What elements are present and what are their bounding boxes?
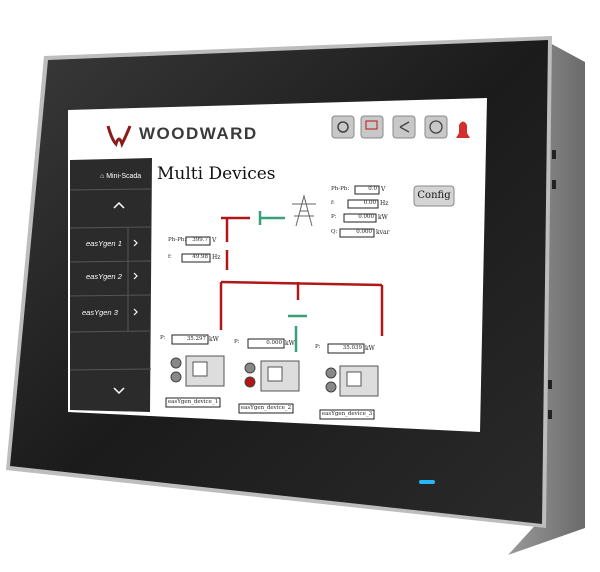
gen2-p-label: P:	[234, 339, 240, 345]
sidebar	[70, 158, 152, 412]
gen3-p-value: 35.039	[342, 345, 362, 351]
generator-1-icon	[170, 355, 225, 387]
chevron-right-icon	[133, 308, 138, 316]
gen1-p-box	[171, 334, 209, 345]
busbar-phph-label: Ph-Ph:	[168, 237, 187, 243]
status-led	[419, 480, 435, 484]
gen1-name: easYgen_device_1	[167, 399, 219, 405]
sidebar-item-easygen-2[interactable]: easYgen 2	[86, 272, 122, 281]
mains-f-box	[347, 199, 379, 209]
toolbar	[331, 115, 470, 139]
gen3-p-box	[327, 343, 365, 354]
gen3-name: easYgen_device_3	[321, 411, 373, 417]
transmission-tower-icon	[292, 194, 316, 227]
busbar-f-value: 49.98	[192, 254, 208, 260]
bell-icon	[456, 121, 470, 138]
side-port	[552, 150, 556, 159]
busbar-phph-value: 399.7	[192, 237, 208, 243]
gen1-p-label: P:	[160, 335, 166, 341]
mains-f-value: 0.00	[363, 200, 376, 206]
busbar-phph-unit: V	[212, 237, 217, 244]
mains-p-unit: kW	[378, 214, 388, 221]
mains-p-value: 0.000	[358, 214, 374, 220]
mains-f-unit: Hz	[380, 200, 389, 207]
mains-p-box	[343, 213, 377, 223]
mains-q-value: 0.000	[356, 229, 372, 235]
side-port	[552, 180, 556, 189]
mini-scada-button[interactable]: ⌂ Mini-Scada	[100, 173, 141, 180]
gen1-p-value: 35.297	[186, 336, 206, 342]
config-button	[413, 185, 455, 207]
mains-phph-value: 0.0	[368, 186, 377, 192]
busbar-f-unit: Hz	[212, 254, 221, 261]
chevron-down-icon	[113, 387, 125, 395]
side-port	[548, 410, 552, 419]
gen2-p-value: 0.000	[266, 340, 282, 346]
gen2-name-box	[238, 403, 294, 414]
busbar-phph-box	[185, 236, 211, 246]
screen	[68, 98, 487, 432]
mains-q-unit: kvar	[376, 229, 390, 236]
config-button-label[interactable]: Config	[417, 190, 451, 201]
gen2-p-unit: kW	[285, 340, 295, 347]
gen3-p-unit: kW	[365, 345, 375, 352]
gear-icon	[331, 115, 355, 139]
brand-logo-text: WOODWARD	[139, 124, 258, 143]
gen2-name: easYgen_device_2	[240, 405, 292, 411]
mains-phph-label: Ph-Ph:	[331, 186, 350, 192]
mains-p-label: P:	[331, 214, 337, 220]
side-port	[548, 380, 552, 389]
gen1-p-unit: kW	[209, 336, 219, 343]
mini-scada-label: Mini-Scada	[106, 173, 142, 180]
gen2-p-box	[247, 338, 285, 349]
gen3-name-box	[319, 409, 375, 420]
busbar-lines	[219, 216, 384, 336]
chevron-right-icon	[133, 239, 138, 247]
mains-f-label: f:	[331, 200, 335, 206]
mains-q-box	[339, 228, 375, 238]
busbar-f-box	[181, 253, 211, 263]
woodward-logo-icon	[106, 125, 132, 149]
info-icon	[424, 115, 448, 139]
mains-q-label: Q:	[331, 229, 338, 235]
gen1-name-box	[165, 397, 221, 408]
busbar-f-label: f:	[168, 254, 172, 260]
chevron-up-icon	[113, 201, 125, 209]
page-title: Multi Devices	[157, 164, 276, 184]
sidebar-item-easygen-1[interactable]: easYgen 1	[86, 239, 122, 248]
gen3-p-label: P:	[315, 344, 321, 350]
home-icon: ⌂	[100, 173, 107, 180]
mains-phph-box	[354, 185, 380, 195]
chevron-right-icon	[133, 272, 138, 280]
mains-breaker	[258, 211, 285, 225]
share-icon	[392, 115, 416, 139]
generator-2-icon	[244, 360, 300, 392]
sidebar-item-easygen-3[interactable]: easYgen 3	[82, 308, 118, 317]
generator-3-icon	[325, 365, 379, 397]
mains-phph-unit: V	[381, 186, 386, 193]
